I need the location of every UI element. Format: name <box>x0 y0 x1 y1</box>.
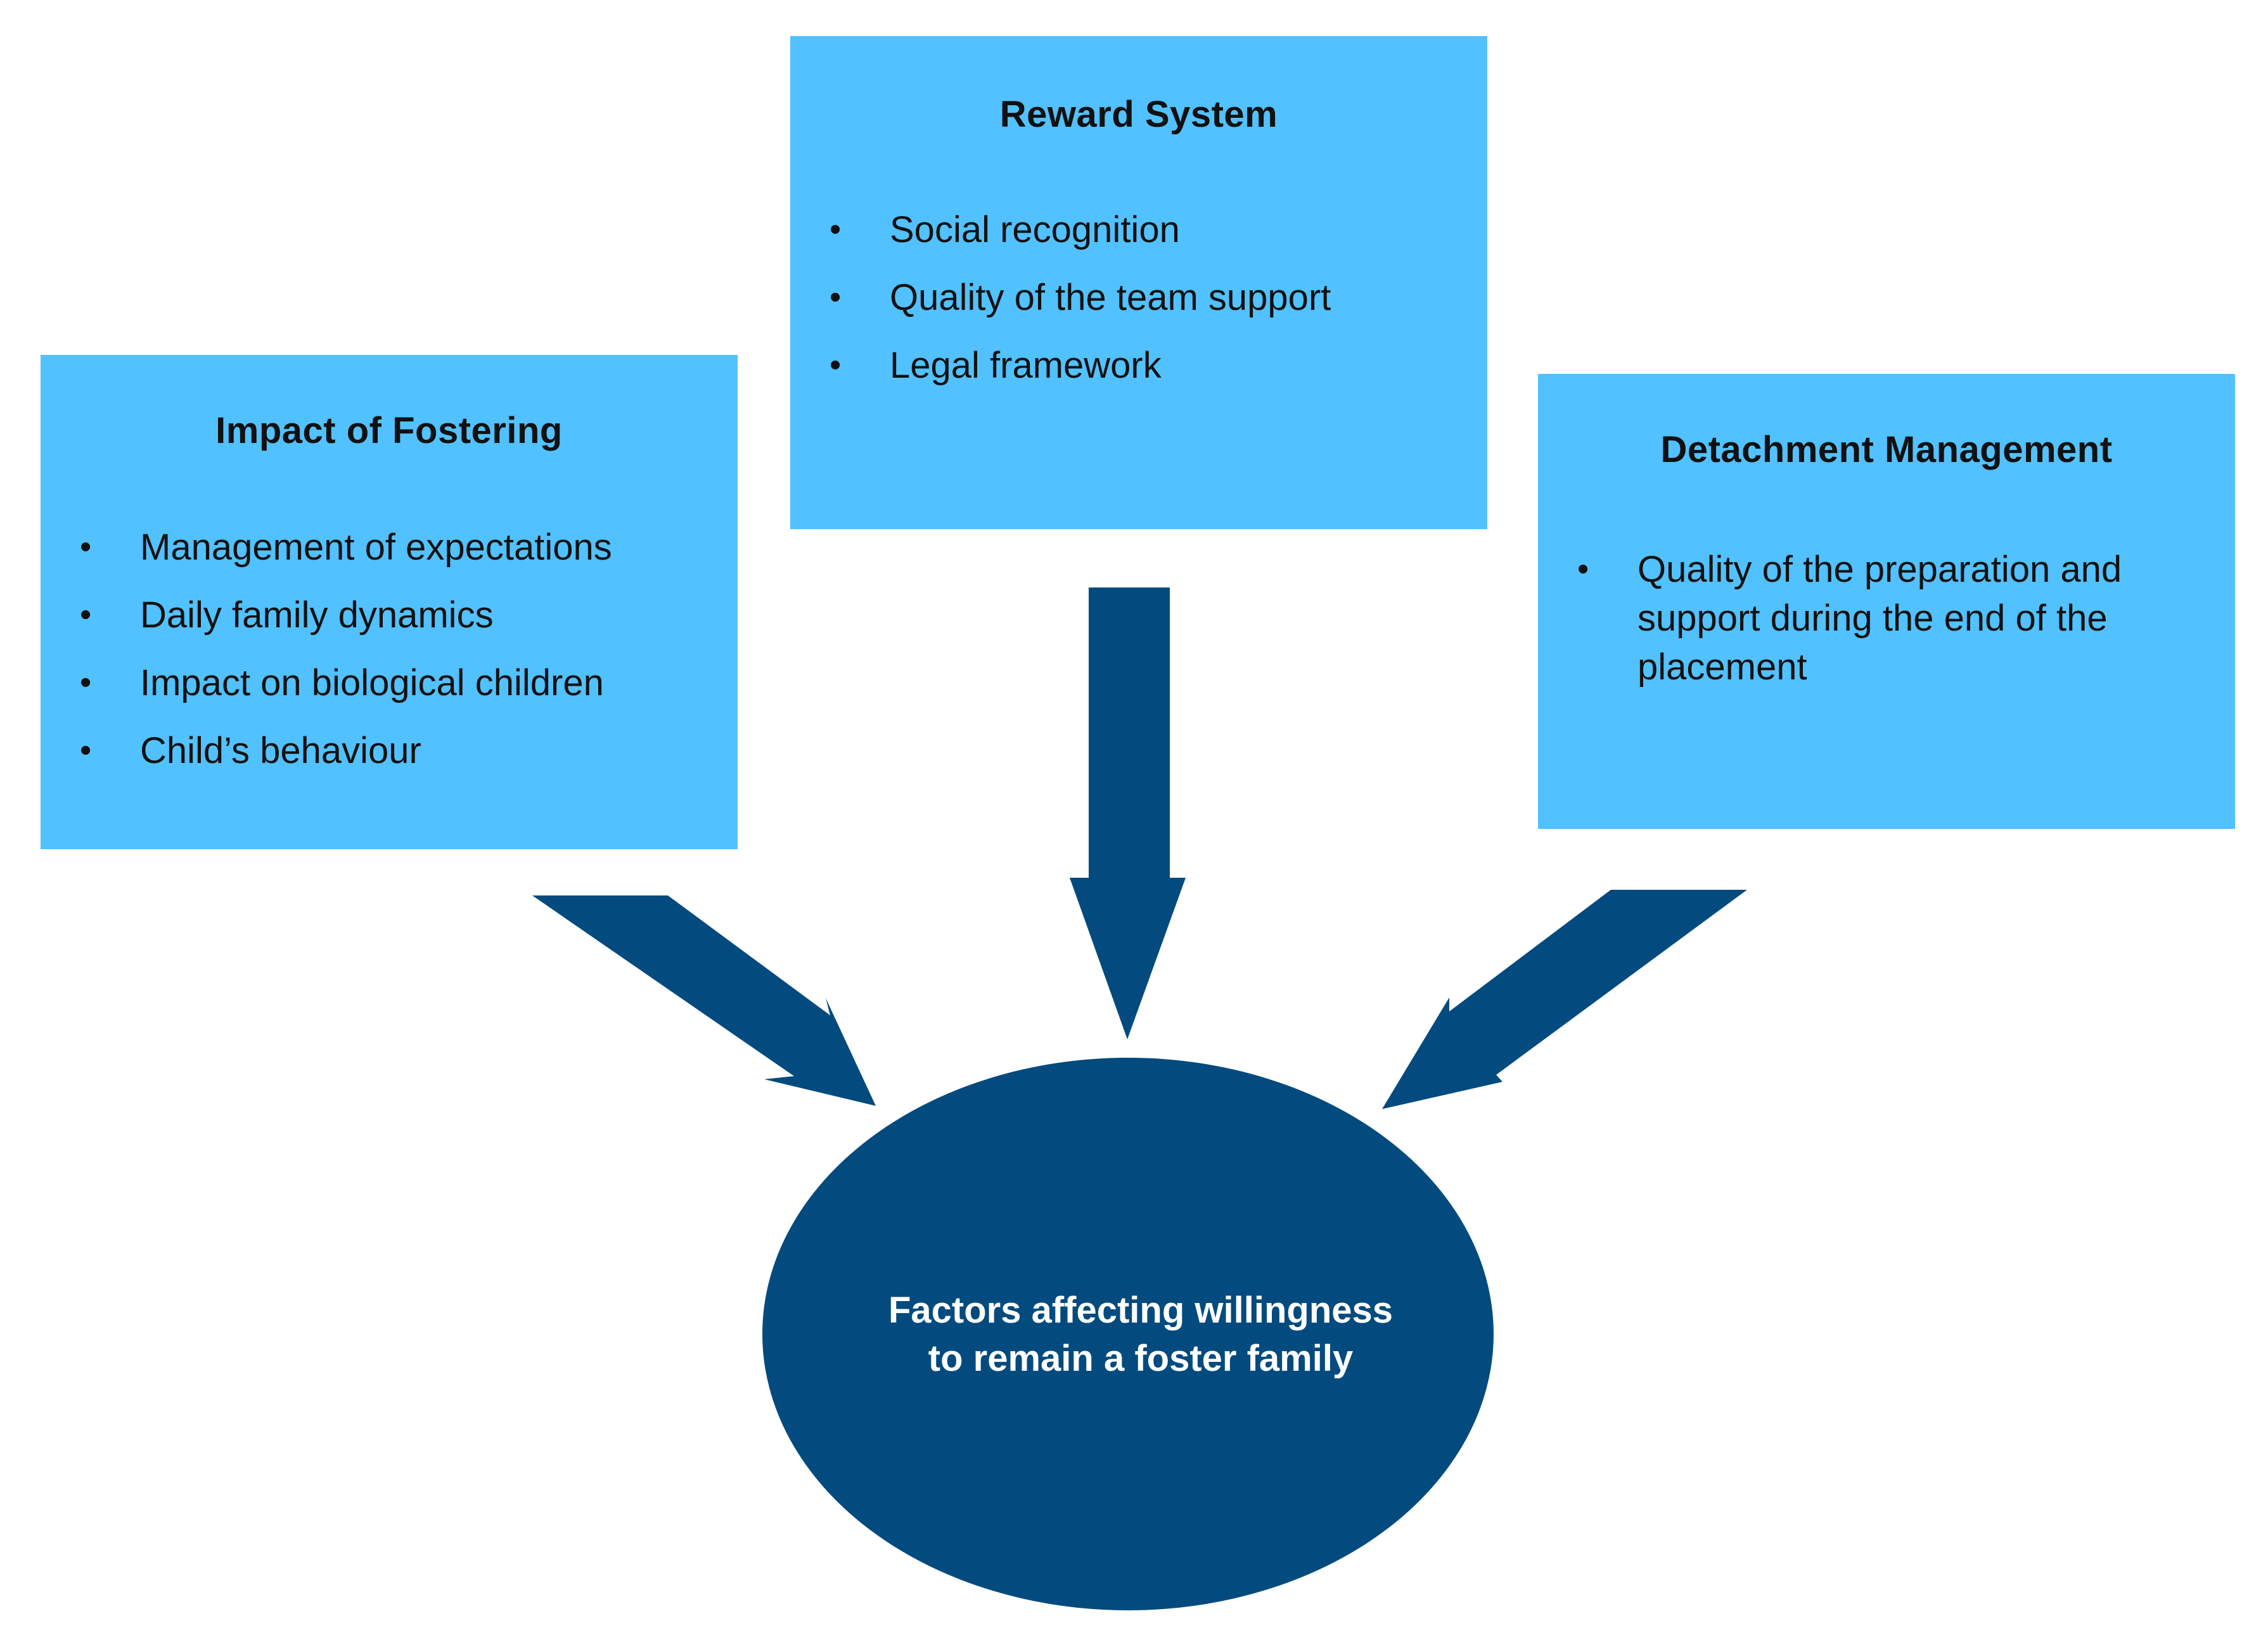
list-item: Daily family dynamics <box>80 581 612 649</box>
list-item: Management of expectations <box>80 513 612 581</box>
arrow-right <box>1382 890 1747 1109</box>
arrow-center <box>1070 587 1186 1039</box>
reward-system-list: Social recognition Quality of the team s… <box>830 196 1331 399</box>
list-item: Impact on biological children <box>80 649 612 717</box>
impact-of-fostering-list: Management of expectations Daily family … <box>80 513 612 785</box>
reward-system-box: Reward System Social recognition Quality… <box>790 36 1487 529</box>
detachment-management-box: Detachment Management Quality of the pre… <box>1538 374 2235 829</box>
impact-of-fostering-box: Impact of Fostering Management of expect… <box>41 355 738 849</box>
list-item: Quality of the preparation and support d… <box>1577 545 2182 691</box>
detachment-management-title: Detachment Management <box>1660 429 2113 470</box>
list-item: Quality of the team support <box>830 264 1331 331</box>
detachment-management-list: Quality of the preparation and support d… <box>1577 545 2182 691</box>
arrow-left <box>532 895 876 1106</box>
list-item: Child’s behaviour <box>80 717 612 785</box>
reward-system-title: Reward System <box>999 94 1278 135</box>
list-item: Social recognition <box>830 196 1331 264</box>
list-item: Legal framework <box>830 331 1331 399</box>
center-ellipse <box>762 1058 1494 1610</box>
center-label: Factors affecting willingness to remain … <box>888 1290 1393 1379</box>
impact-of-fostering-title: Impact of Fostering <box>215 410 563 451</box>
